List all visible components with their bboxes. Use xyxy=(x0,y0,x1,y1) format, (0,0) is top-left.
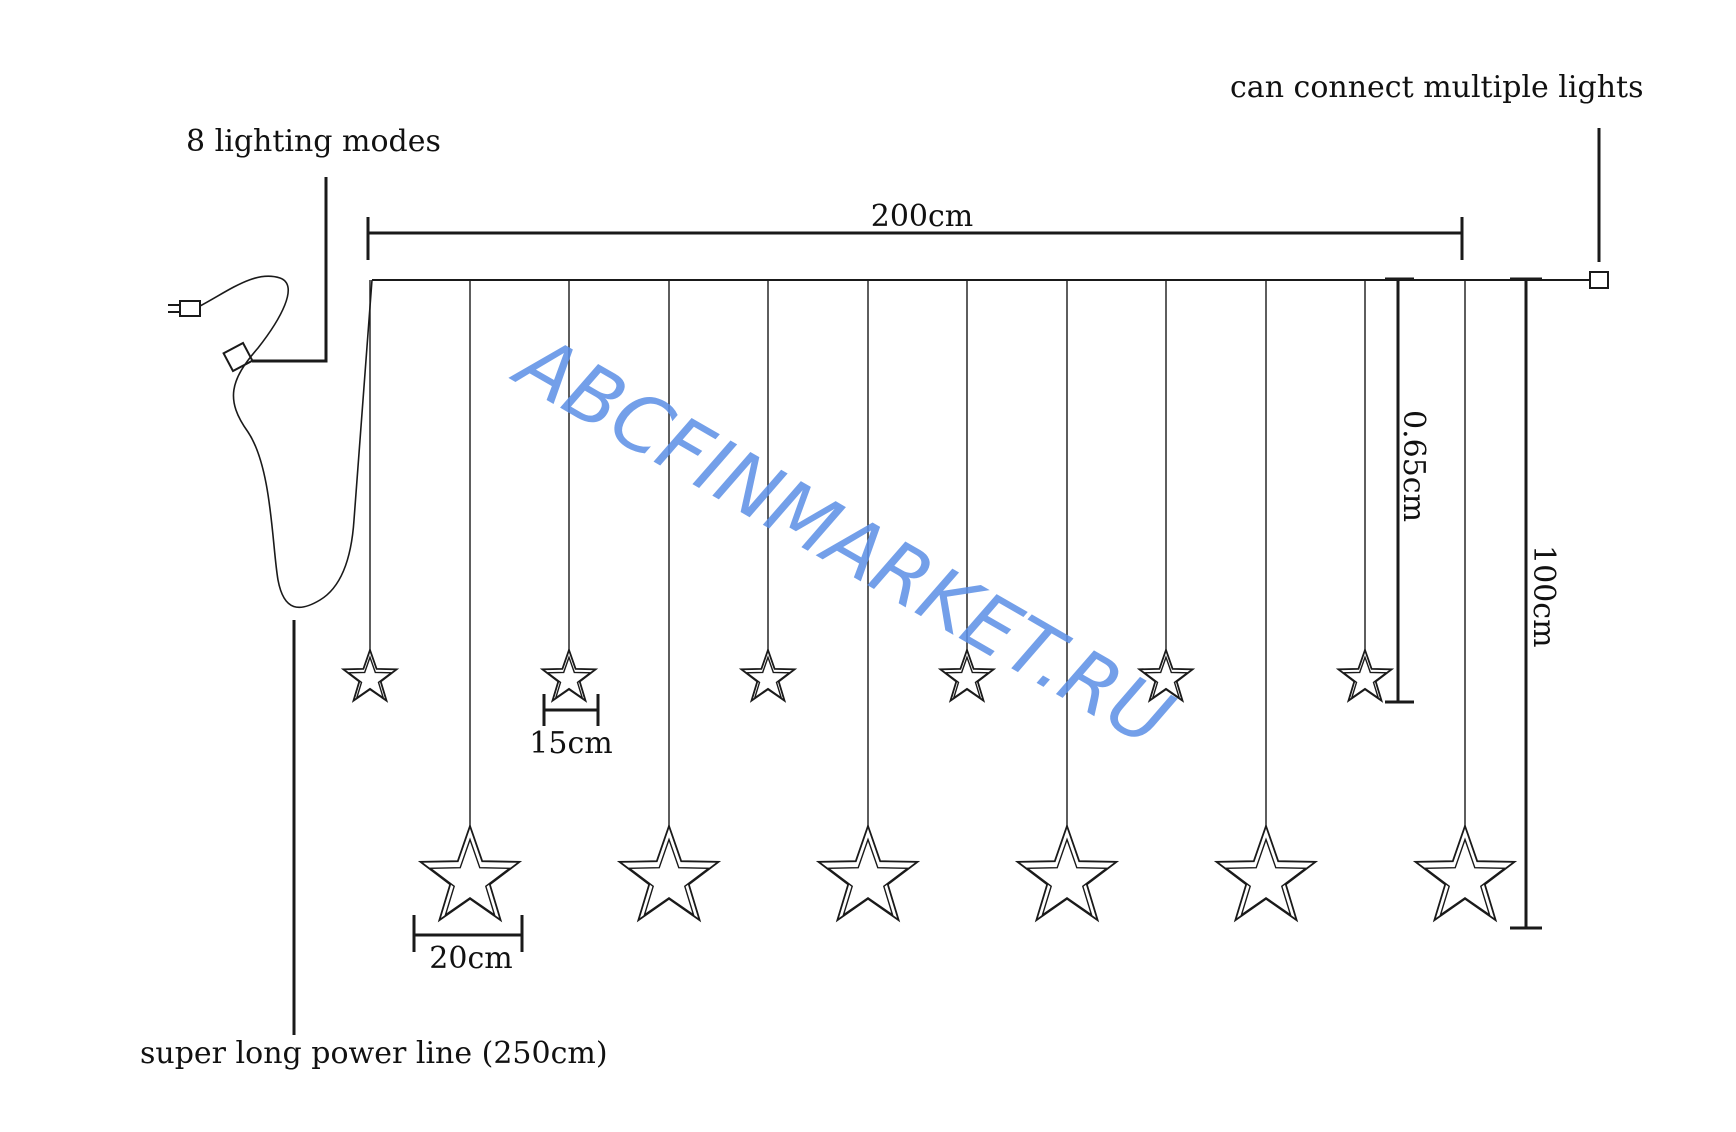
large-star-inner xyxy=(1423,837,1507,917)
long-drop-dimension: 100cm xyxy=(1510,277,1561,930)
star-icon xyxy=(417,823,523,923)
star-icon xyxy=(616,823,722,923)
large-star-inner xyxy=(826,837,910,917)
small-star-dimension: 15cm xyxy=(529,694,613,761)
small-star-inner xyxy=(1142,655,1190,700)
large-star-inner xyxy=(428,837,512,917)
long-drop-dimension-label: 100cm xyxy=(1526,545,1561,648)
star-icon xyxy=(815,823,921,923)
controller-box-icon xyxy=(222,341,254,373)
large-star-inner xyxy=(1224,837,1308,917)
large-star-outline xyxy=(1213,823,1319,923)
hanging-strands xyxy=(369,280,1466,826)
small-star-inner xyxy=(744,655,792,700)
star-icon xyxy=(539,647,599,703)
large-star-outline xyxy=(1014,823,1120,923)
width-dimension-label: 200cm xyxy=(871,199,974,234)
star-icon xyxy=(1014,823,1120,923)
short-drop-dimension: 0.65cm xyxy=(1385,277,1431,704)
large-star-dimension-label: 20cm xyxy=(429,941,512,976)
small-star-inner xyxy=(943,655,991,700)
lighting-modes-leader xyxy=(252,177,328,363)
star-icon xyxy=(1412,823,1518,923)
star-icon xyxy=(1213,823,1319,923)
large-star-dimension: 20cm xyxy=(412,915,524,976)
lighting-modes-label: 8 lighting modes xyxy=(186,124,441,159)
large-star-inner xyxy=(627,837,711,917)
power-line-label: super long power line (250cm) xyxy=(140,1036,608,1071)
small-star-inner xyxy=(545,655,593,700)
large-star-outline xyxy=(417,823,523,923)
star-icon xyxy=(937,647,997,703)
large-star-outline xyxy=(1412,823,1518,923)
width-dimension: 200cm xyxy=(366,199,1464,260)
large-star-outline xyxy=(616,823,722,923)
connect-multiple-label: can connect multiple lights xyxy=(1230,70,1643,105)
small-star-inner xyxy=(1341,655,1389,700)
small-star-dimension-label: 15cm xyxy=(529,726,612,761)
watermark: ABCFINMARKET.RU xyxy=(498,316,1186,765)
small-star-inner xyxy=(346,655,394,700)
large-star-outline xyxy=(815,823,921,923)
star-icon xyxy=(1136,647,1196,703)
star-icon xyxy=(1335,647,1395,703)
stars xyxy=(340,647,1518,923)
star-icon xyxy=(340,647,400,703)
short-drop-dimension-label: 0.65cm xyxy=(1396,410,1431,522)
large-star-inner xyxy=(1025,837,1109,917)
end-connector-icon xyxy=(1589,271,1609,289)
power-cord xyxy=(199,275,373,609)
star-icon xyxy=(738,647,798,703)
power-plug-icon xyxy=(168,300,201,317)
